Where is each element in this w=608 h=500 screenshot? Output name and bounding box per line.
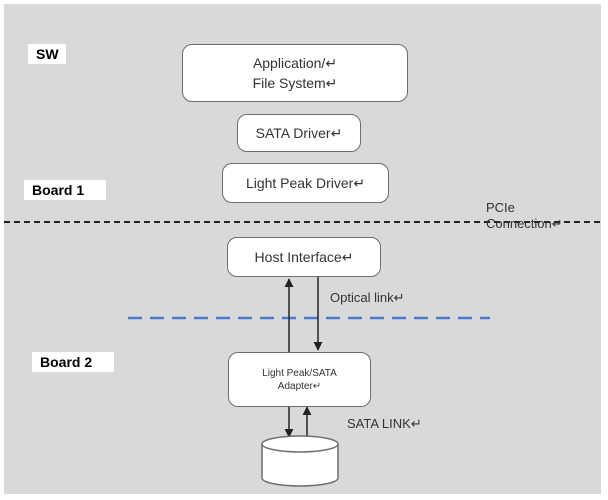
- application-file-system-label: Application/↵ File System↵: [252, 55, 338, 91]
- light-peak-driver-label: Light Peak Driver↵: [245, 175, 366, 191]
- sata-driver-label: SATA Driver↵: [255, 125, 343, 141]
- application-file-system-box: Application/↵ File System↵: [182, 44, 408, 102]
- storage-drive-icon: [261, 435, 339, 487]
- light-peak-sata-adapter-box: Light Peak/SATA Adapter↵: [228, 352, 371, 407]
- light-peak-sata-adapter-label: Light Peak/SATA Adapter↵: [262, 367, 337, 392]
- layer-label-sw: SW: [28, 44, 66, 64]
- layer-label-board1-text: Board 1: [32, 182, 85, 198]
- optical-link-label: Optical link↵: [330, 290, 405, 305]
- layer-label-sw-text: SW: [36, 46, 59, 62]
- pcie-connection-label: PCIe Connection↵: [486, 200, 563, 231]
- host-interface-label: Host Interface↵: [254, 249, 354, 265]
- sata-link-label: SATA LINK↵: [347, 416, 422, 431]
- sata-driver-box: SATA Driver↵: [237, 114, 361, 152]
- layer-label-board2: Board 2: [32, 352, 114, 372]
- light-peak-driver-box: Light Peak Driver↵: [222, 163, 389, 203]
- layer-label-board1: Board 1: [24, 180, 106, 200]
- layer-label-board2-text: Board 2: [40, 354, 93, 370]
- host-interface-box: Host Interface↵: [227, 237, 381, 277]
